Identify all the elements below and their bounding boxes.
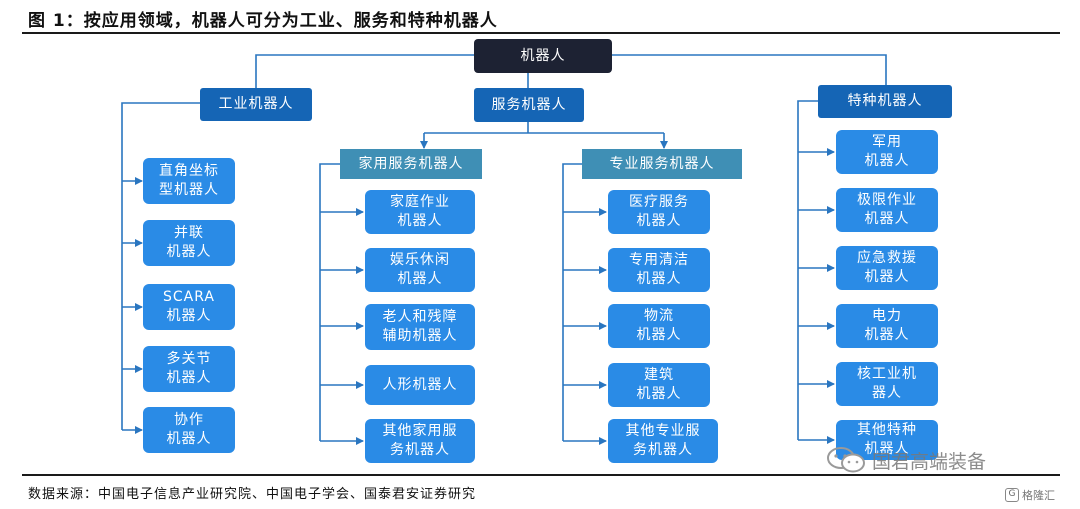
leaf-assistive-robot: 老人和残障 辅助机器人 [365,304,475,350]
leaf-medical-robot: 医疗服务 机器人 [608,190,710,234]
leaf-nuclear-robot: 核工业机 器人 [836,362,938,406]
top-rule [22,32,1060,34]
leaf-extreme-robot: 极限作业 机器人 [836,188,938,232]
connector-lines [121,54,887,445]
leaf-collaborative-robot: 协作 机器人 [143,407,235,453]
node-special: 特种机器人 [818,85,952,118]
leaf-humanoid-robot: 人形机器人 [365,365,475,405]
source-note: 数据来源：中国电子信息产业研究院、中国电子学会、国泰君安证券研究 [28,487,477,502]
watermark: 国君高端装备 [826,446,986,474]
node-service: 服务机器人 [474,88,584,122]
connector-industrial-trunk [121,102,200,430]
watermark-text: 国君高端装备 [872,450,987,473]
corner-logo: G 格隆汇 [1005,487,1055,503]
wechat-icon [827,447,865,473]
leaf-cleaning-robot: 专用清洁 机器人 [608,248,710,292]
leaf-entertainment-robot: 娱乐休闲 机器人 [365,248,475,292]
leaf-cartesian-robot: 直角坐标 型机器人 [143,158,235,204]
connector-special-trunk [797,100,818,440]
leaf-logistics-robot: 物流 机器人 [608,304,710,348]
leaf-power-robot: 电力 机器人 [836,304,938,348]
leaf-military-robot: 军用 机器人 [836,130,938,174]
figure-title: 图 1：按应用领域，机器人可分为工业、服务和特种机器人 [28,11,498,31]
leaf-articulated-robot: 多关节 机器人 [143,346,235,392]
connector-root-special [612,54,887,85]
leaf-other-home-robot: 其他家用服 务机器人 [365,419,475,463]
corner-logo-text: 格隆汇 [1022,489,1055,502]
node-pro-service: 专业服务机器人 [582,149,742,179]
leaf-construction-robot: 建筑 机器人 [608,363,710,407]
leaf-parallel-robot: 并联 机器人 [143,220,235,266]
connector-home-trunk [319,163,340,441]
leaf-household-robot: 家庭作业 机器人 [365,190,475,234]
node-root: 机器人 [474,39,612,73]
connector-root-industrial [255,54,474,88]
bottom-rule [22,474,1060,476]
connector-pro-trunk [562,163,582,441]
leaf-other-pro-robot: 其他专业服 务机器人 [608,419,718,463]
gelonghui-logo-icon: G [1005,488,1019,502]
leaf-rescue-robot: 应急救援 机器人 [836,246,938,290]
connector-service-split [424,122,664,134]
node-industrial: 工业机器人 [200,88,312,121]
leaf-scara-robot: SCARA 机器人 [143,284,235,330]
node-home-service: 家用服务机器人 [340,149,482,179]
